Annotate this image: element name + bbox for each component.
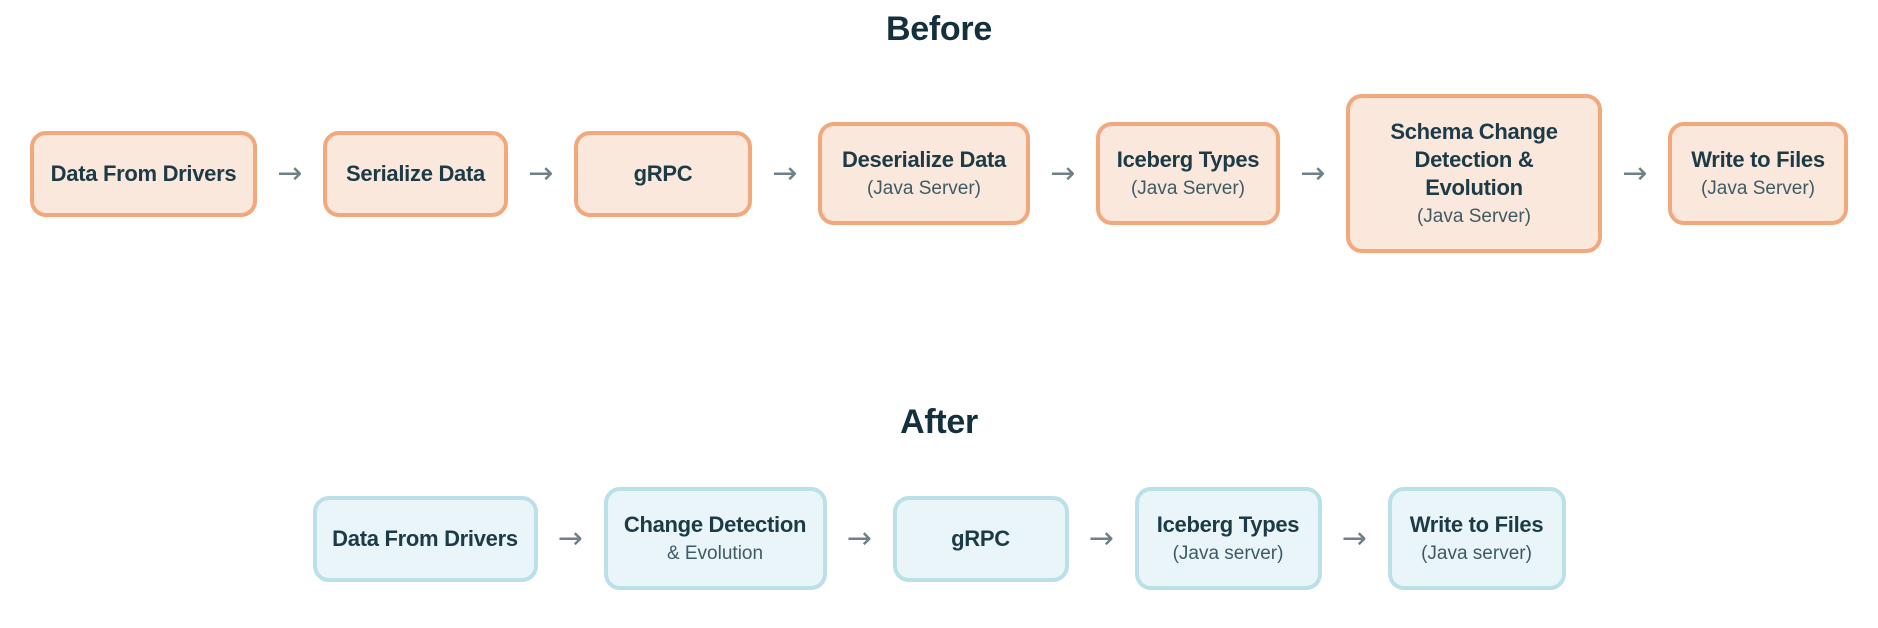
step-subtitle: (Java Server) [1130, 178, 1246, 199]
after-flow-row: Data From Drivers → Change Detection & E… [0, 487, 1878, 590]
step-grpc: gRPC [892, 495, 1069, 582]
step-write-to-files: Write to Files (Java server) [1387, 487, 1566, 590]
step-title: Schema Change Detection & Evolution [1390, 119, 1558, 200]
step-deserialize-data: Deserialize Data (Java Server) [818, 122, 1030, 225]
arrow-right-icon: → [1088, 520, 1115, 556]
step-subtitle: (Java Server) [1700, 178, 1816, 199]
arrow-right-icon: → [528, 155, 554, 191]
step-schema-change-detection: Schema Change Detection & Evolution (Jav… [1346, 94, 1602, 253]
step-data-from-drivers: Data From Drivers [312, 495, 538, 582]
before-flow-row: Data From Drivers → Serialize Data → gRP… [0, 94, 1878, 253]
arrow-right-icon: → [1300, 155, 1326, 191]
arrow-right-icon: → [1050, 155, 1076, 191]
step-title: Write to Files [1691, 147, 1825, 172]
arrow-right-icon: → [1622, 155, 1648, 191]
step-iceberg-types: Iceberg Types (Java Server) [1096, 122, 1280, 225]
arrow-right-icon: → [557, 520, 584, 556]
step-title: Iceberg Types [1156, 512, 1300, 537]
step-write-to-files: Write to Files (Java Server) [1668, 122, 1848, 225]
step-subtitle: (Java Server) [866, 178, 982, 199]
step-title: Data From Drivers [50, 160, 237, 186]
step-subtitle: (Java server) [1421, 543, 1532, 564]
step-grpc: gRPC [574, 130, 752, 217]
step-title: Serialize Data [346, 160, 485, 186]
step-title: gRPC [951, 525, 1010, 551]
step-title: gRPC [633, 160, 693, 186]
step-iceberg-types: Iceberg Types (Java server) [1134, 487, 1322, 590]
step-title: Deserialize Data [842, 147, 1006, 172]
step-data-from-drivers: Data From Drivers [30, 130, 257, 217]
before-section-title: Before [886, 10, 992, 48]
arrow-right-icon: → [772, 155, 798, 191]
after-section-title: After [900, 403, 978, 441]
arrow-right-icon: → [1341, 520, 1368, 556]
step-title: Data From Drivers [332, 525, 518, 551]
step-subtitle: & Evolution [666, 543, 764, 564]
step-subtitle: (Java Server) [1416, 206, 1532, 227]
step-title: Change Detection [623, 512, 807, 537]
step-title: Iceberg Types [1116, 147, 1260, 172]
arrow-right-icon: → [846, 520, 873, 556]
step-subtitle: (Java server) [1172, 543, 1284, 564]
step-change-detection: Change Detection & Evolution [603, 487, 827, 590]
step-serialize-data: Serialize Data [323, 130, 508, 217]
arrow-right-icon: → [277, 155, 303, 191]
step-title: Write to Files [1409, 512, 1544, 537]
